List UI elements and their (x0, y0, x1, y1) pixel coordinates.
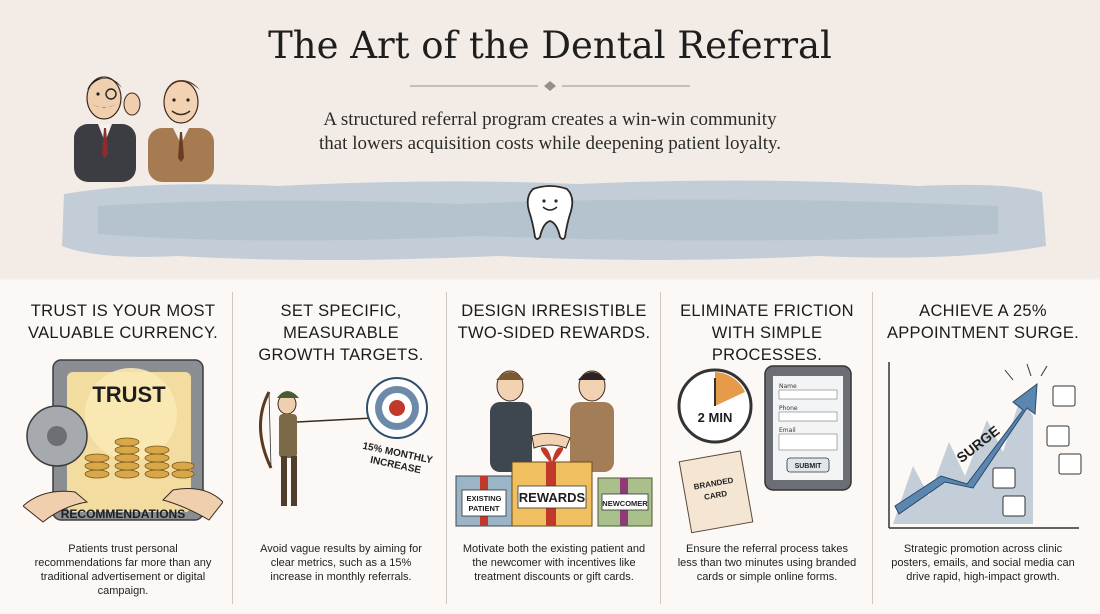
title-divider (410, 81, 690, 91)
tip-card-surge: Achieve a 25% appointment surge. SURGE S… (878, 290, 1088, 608)
art-label-two-min: 2 MIN (698, 410, 733, 425)
tip-title: Set specific, measurable growth targets. (258, 302, 424, 364)
tip-title: Trust is your most valuable currency. (27, 302, 219, 342)
column-divider (660, 292, 661, 604)
form-label-phone: Phone (779, 405, 798, 412)
art-label-trust: TRUST (92, 382, 166, 407)
tip-card-targets: Set specific, measurable growth targets.… (236, 290, 446, 608)
tip-title: Design irresistible two-sided rewards. (457, 302, 651, 342)
clock-tablet-illustration: 2 MIN Name Phone Email SUBMIT BRANDED CA… (677, 365, 852, 534)
art-label-existing: EXISTING (466, 494, 501, 503)
page-title: The Art of the Dental Referral (268, 24, 832, 67)
archer-target-illustration: 15% MONTHLY INCREASE (259, 377, 434, 506)
surge-arrow-illustration: SURGE (888, 362, 1082, 529)
tip-description: Avoid vague results by aiming for clear … (260, 543, 422, 583)
tip-description: Motivate both the existing patient and t… (462, 543, 646, 583)
form-label-email: Email (779, 427, 796, 434)
vault-coins-illustration: TRUST RECOMMENDATIONS (23, 359, 223, 523)
art-label-patient: PATIENT (469, 504, 500, 513)
art-label-recommendations: RECOMMENDATIONS (61, 507, 185, 521)
art-label-newcomer: NEWCOMER (602, 499, 648, 508)
tip-card-trust: Trust is your most valuable currency. TR… (18, 290, 228, 608)
art-label-card: CARD (703, 489, 728, 502)
tip-description: Patients trust personal recommendations … (34, 543, 212, 597)
art-label-submit: SUBMIT (795, 463, 823, 470)
column-divider (446, 292, 447, 604)
tip-title: Eliminate friction with simple processes… (680, 302, 854, 364)
tip-title: Achieve a 25% appointment surge. (886, 302, 1080, 342)
art-label-rewards: REWARDS (519, 490, 586, 505)
tip-card-friction: Eliminate friction with simple processes… (662, 290, 872, 608)
form-label-name: Name (779, 383, 797, 390)
two-men-whispering-illustration (74, 76, 214, 182)
tip-description: Ensure the referral process takes less t… (677, 543, 857, 583)
tooth-icon (526, 185, 574, 240)
page-subtitle: A structured referral program creates a … (318, 109, 782, 154)
column-divider (232, 292, 233, 604)
tip-card-rewards: Design irresistible two-sided rewards. E… (449, 290, 659, 608)
handshake-gifts-illustration: EXISTING PATIENT REWARDS NEWCOMER (455, 370, 653, 527)
column-divider (872, 292, 873, 604)
tip-description: Strategic promotion across clinic poster… (891, 543, 1075, 583)
